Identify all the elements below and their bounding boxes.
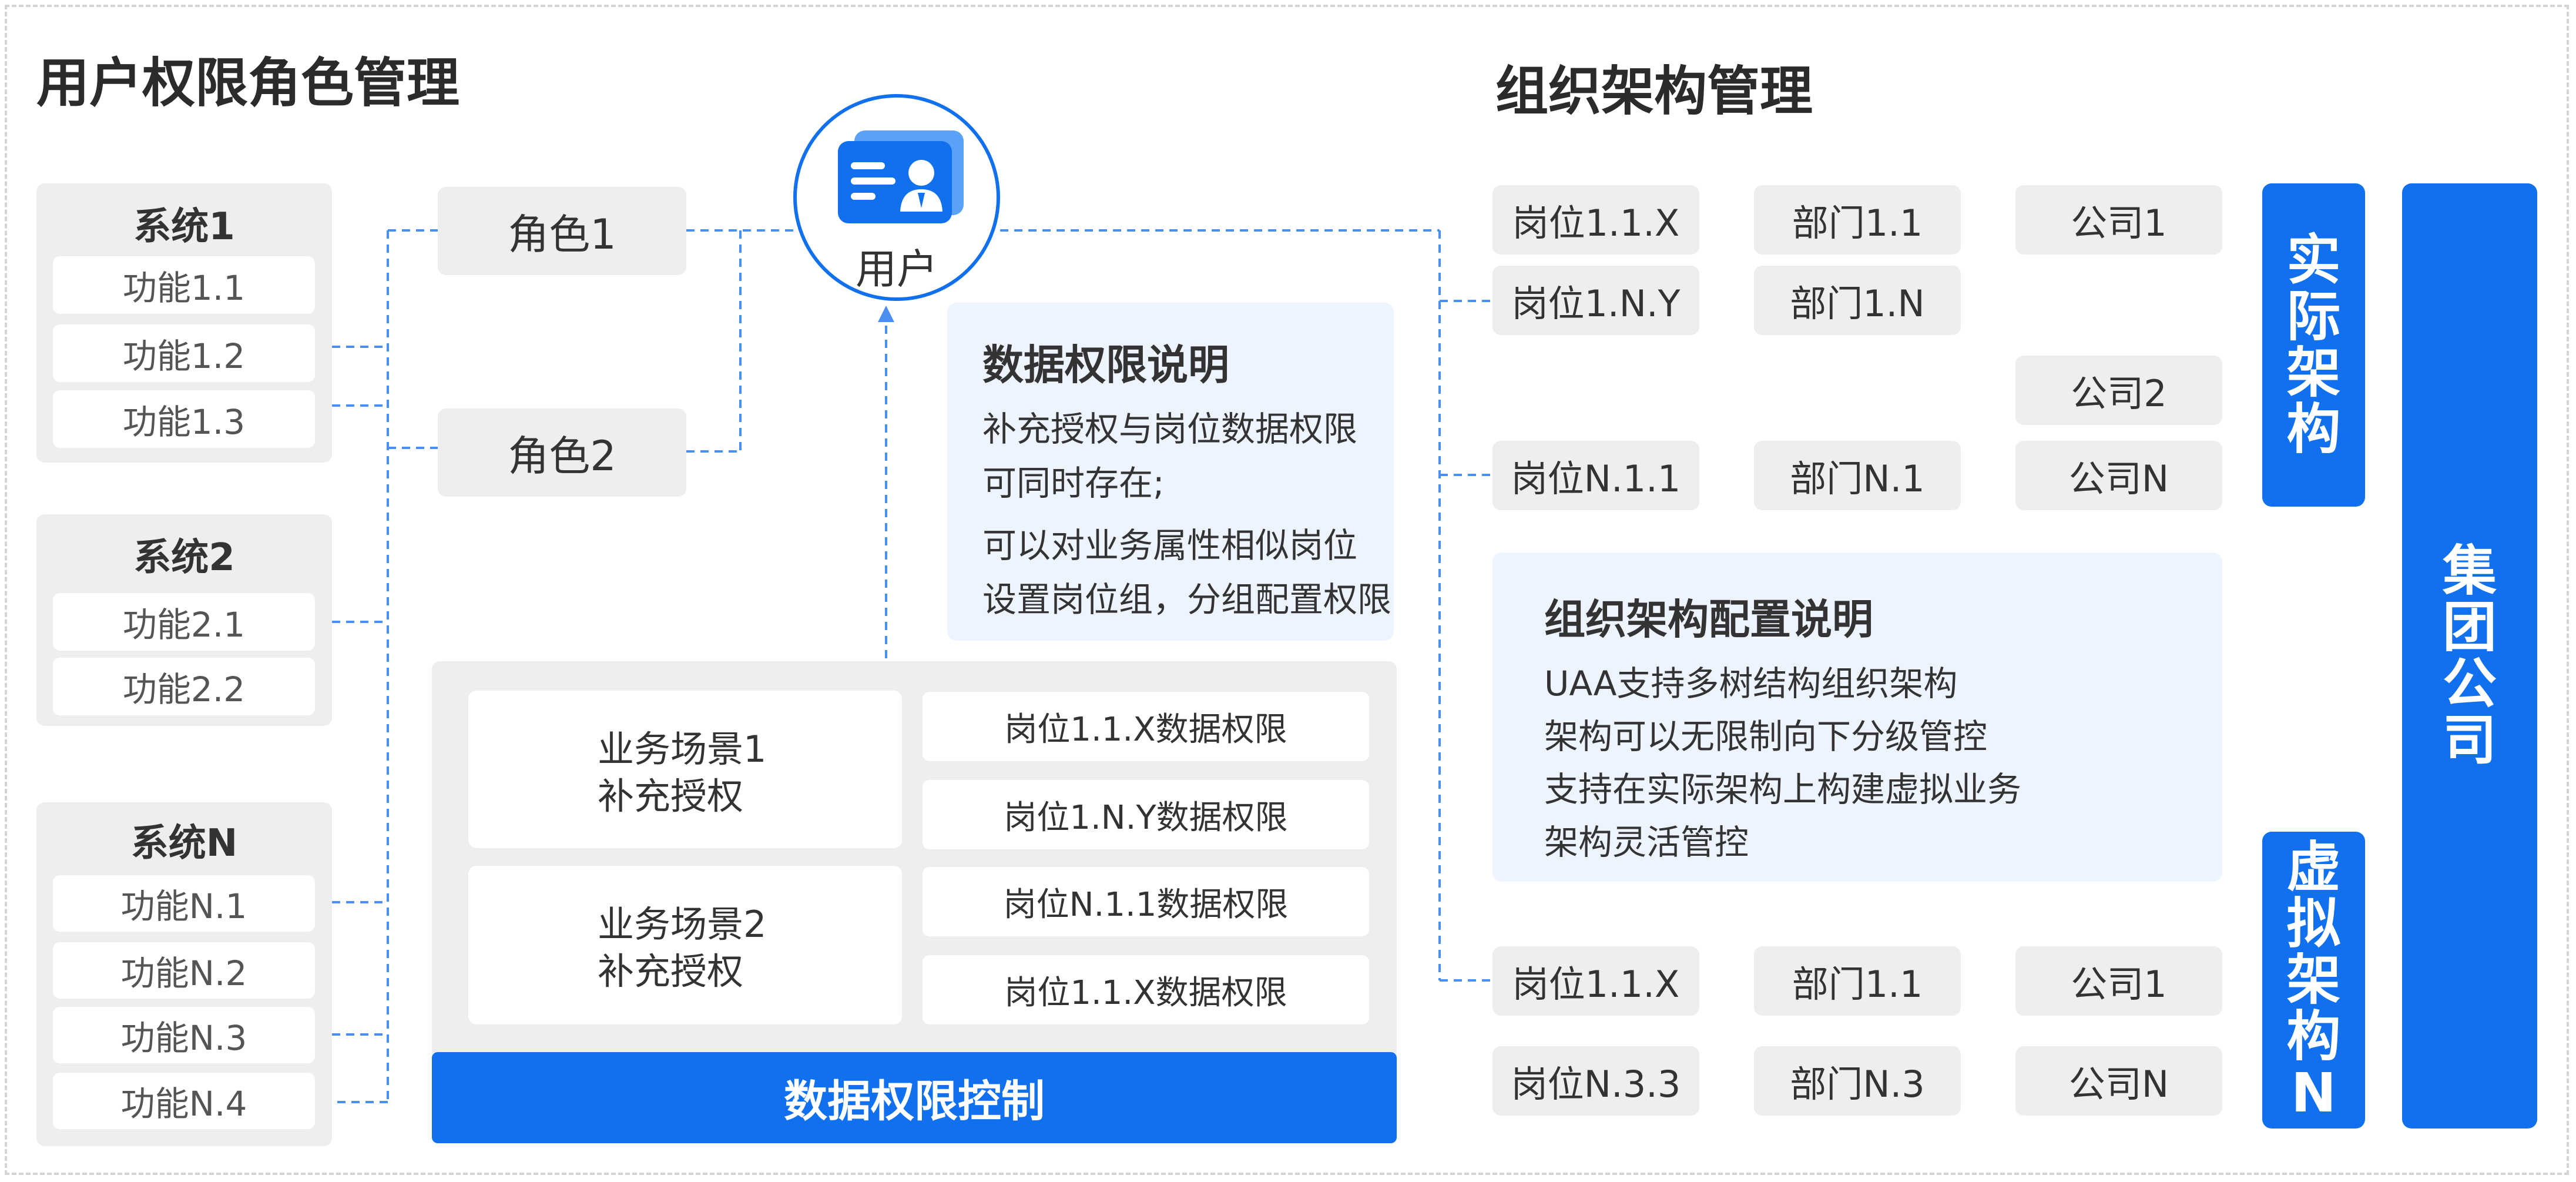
user-node: 用户 — [793, 94, 1000, 301]
diagram-frame — [5, 5, 2569, 1175]
note-line: 补充授权与岗位数据权限 — [982, 409, 1358, 449]
data-permission-note: 数据权限说明 补充授权与岗位数据权限 可同时存在; 可以对业务属性相似岗位 设置… — [947, 303, 1394, 641]
note-line: 架构灵活管控 — [1544, 822, 1749, 862]
org-company: 公司1 — [2015, 946, 2222, 1016]
function-item: 功能N.3 — [53, 1007, 315, 1063]
system-panel-1: 系统1 功能1.1 功能1.2 功能1.3 — [36, 183, 332, 463]
note-line: 可同时存在; — [982, 463, 1165, 503]
org-company: 公司N — [2015, 441, 2222, 510]
group-company-label: 集团公司 — [2402, 183, 2537, 1129]
org-company: 公司2 — [2015, 356, 2222, 425]
system-title: 系统1 — [133, 205, 235, 249]
org-config-note: 组织架构配置说明 UAA支持多树结构组织架构 架构可以无限制向下分级管控 支持在… — [1492, 553, 2222, 882]
vertical-label-char: 集 — [2442, 540, 2497, 602]
org-post: 岗位N.3.3 — [1492, 1046, 1699, 1116]
note-title: 组织架构配置说明 — [1544, 595, 1873, 644]
post-permission-item: 岗位N.1.1数据权限 — [923, 867, 1369, 936]
org-post: 岗位1.1.X — [1492, 946, 1699, 1016]
vertical-label-char: 际 — [2286, 285, 2341, 348]
function-item: 功能1.3 — [53, 390, 315, 448]
vertical-label-char: 团 — [2442, 596, 2497, 659]
org-company: 公司N — [2015, 1046, 2222, 1116]
note-title: 数据权限说明 — [982, 341, 1229, 389]
system-panel-2: 系统2 功能2.1 功能2.2 — [36, 514, 332, 726]
scenario-line: 业务场景1 — [598, 728, 767, 771]
org-post: 岗位1.1.X — [1492, 185, 1699, 255]
user-label: 用户 — [856, 245, 938, 293]
post-permission-item: 岗位1.1.X数据权限 — [923, 692, 1369, 761]
note-line: 架构可以无限制向下分级管控 — [1544, 716, 1988, 756]
function-item: 功能1.1 — [53, 256, 315, 314]
vertical-label-char: 构 — [2286, 398, 2341, 461]
scenario-line: 补充授权 — [598, 950, 744, 993]
post-permission-item: 岗位1.1.X数据权限 — [923, 955, 1369, 1024]
scenario-card-2: 业务场景2 补充授权 — [468, 866, 902, 1024]
vertical-label-char: 司 — [2442, 709, 2497, 772]
function-item: 功能N.1 — [53, 875, 315, 932]
role-box-2: 角色2 — [438, 408, 686, 497]
org-department: 部门1.1 — [1754, 946, 1961, 1016]
vertical-label-char: 虚 — [2286, 835, 2341, 899]
user-card-icon — [838, 130, 964, 223]
vertical-label-char: 架 — [2286, 341, 2341, 404]
org-department: 部门N.3 — [1754, 1046, 1961, 1116]
vertical-label-char: 拟 — [2286, 892, 2341, 955]
post-permission-item: 岗位1.N.Y数据权限 — [923, 780, 1369, 849]
scenario-line: 业务场景2 — [598, 903, 767, 946]
heading-org-structure: 组织架构管理 — [1495, 61, 1813, 122]
org-department: 部门1.1 — [1754, 185, 1961, 255]
role-box-1: 角色1 — [438, 187, 686, 275]
function-item: 功能1.2 — [53, 324, 315, 382]
vertical-label-char: 架 — [2286, 948, 2341, 1012]
function-item: 功能N.2 — [53, 942, 315, 999]
system-panel-n: 系统N 功能N.1 功能N.2 功能N.3 功能N.4 — [36, 802, 332, 1146]
system-title: 系统N — [130, 822, 238, 865]
note-line: 支持在实际架构上构建虚拟业务 — [1544, 769, 2022, 809]
system-title: 系统2 — [133, 536, 235, 580]
heading-user-permission: 用户权限角色管理 — [36, 52, 459, 114]
org-department: 部门1.N — [1754, 266, 1961, 335]
note-line: 可以对业务属性相似岗位 — [982, 525, 1358, 565]
function-item: 功能2.2 — [53, 658, 315, 715]
org-department: 部门N.1 — [1754, 441, 1961, 510]
note-line: 设置岗位组，分组配置权限 — [982, 580, 1392, 620]
scenario-card-1: 业务场景1 补充授权 — [468, 691, 902, 848]
function-item: 功能2.1 — [53, 593, 315, 651]
org-post: 岗位1.N.Y — [1492, 266, 1699, 335]
data-permission-control-bar: 数据权限控制 — [432, 1052, 1397, 1143]
note-line: UAA支持多树结构组织架构 — [1544, 664, 1958, 704]
scenario-line: 补充授权 — [598, 775, 744, 818]
vertical-label-char: 构 — [2286, 1004, 2341, 1068]
actual-structure-label: 实际架构 — [2262, 183, 2365, 507]
org-company: 公司1 — [2015, 185, 2222, 255]
vertical-label-char: 实 — [2286, 229, 2341, 292]
vertical-label-char: 公 — [2442, 652, 2497, 715]
function-item: 功能N.4 — [53, 1073, 315, 1129]
org-post: 岗位N.1.1 — [1492, 441, 1699, 510]
vertical-label-char: N — [2291, 1061, 2336, 1124]
